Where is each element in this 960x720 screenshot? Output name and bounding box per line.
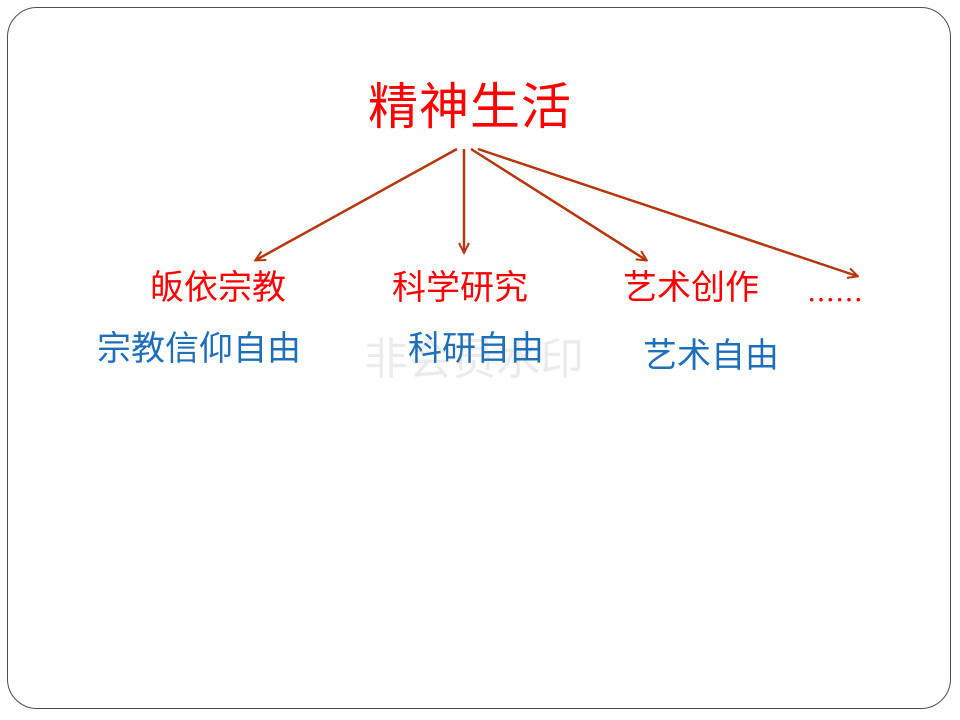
branch-religion: 皈依宗教 [150,268,286,308]
art-freedom: 艺术自由 [643,336,779,376]
research-freedom: 科研自由 [408,329,544,369]
branch-science: 科学研究 [392,268,528,308]
arrow-to-more [477,147,857,276]
slide-frame [7,7,951,709]
watermark: 非会员水印 [364,334,584,385]
arrow-to-religion [256,147,458,260]
branch-more: …… [807,275,863,308]
religious-freedom: 宗教信仰自由 [97,329,301,369]
root-node: 精神生活 [368,78,572,136]
branch-art: 艺术创作 [623,268,759,308]
arrow-to-art [470,147,646,260]
